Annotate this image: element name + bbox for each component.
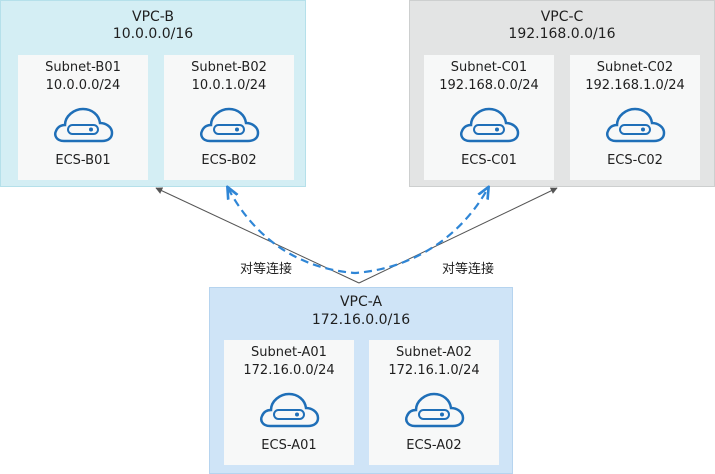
subnet-c02: Subnet-C02 192.168.1.0/24 ECS-C02	[570, 55, 700, 180]
peering-label-right: 对等连接	[442, 262, 495, 277]
cloud-server-icon	[460, 107, 520, 143]
subnet-name: Subnet-B01	[45, 60, 121, 75]
ecs-label: ECS-C02	[607, 153, 663, 168]
subnet-b01: Subnet-B01 10.0.0.0/24 ECS-B01	[18, 55, 148, 180]
subnet-name: Subnet-C02	[596, 60, 674, 75]
cloud-server-icon	[606, 107, 666, 143]
subnet-name: Subnet-A01	[251, 345, 327, 360]
cloud-server-icon	[54, 107, 114, 143]
vpc-a-container: VPC-A 172.16.0.0/16 Subnet-A01 172.16.0.…	[209, 287, 513, 474]
subnet-name: Subnet-C01	[450, 60, 528, 75]
subnet-cidr: 10.0.1.0/24	[191, 78, 267, 93]
vpc-c-container: VPC-C 192.168.0.0/16 Subnet-C01 192.168.…	[409, 0, 715, 187]
route-path-dashed	[228, 188, 488, 275]
subnet-cidr: 172.16.0.0/24	[243, 363, 335, 378]
peering-label-left: 对等连接	[240, 262, 293, 277]
subnet-cidr: 10.0.0.0/24	[45, 78, 121, 93]
vpc-b-cidr: 10.0.0.0/16	[112, 26, 194, 42]
ecs-label: ECS-B02	[201, 153, 257, 168]
cloud-server-icon	[405, 392, 465, 428]
ecs-label: ECS-C01	[461, 153, 517, 168]
vpc-a-name: VPC-A	[339, 294, 383, 310]
peering-line-b	[155, 187, 360, 284]
vpc-c-name: VPC-C	[540, 9, 584, 25]
subnet-name: Subnet-A02	[396, 345, 472, 360]
vpc-c-cidr: 192.168.0.0/16	[508, 26, 616, 42]
subnet-a02: Subnet-A02 172.16.1.0/24 ECS-A02	[369, 340, 499, 465]
ecs-label: ECS-A02	[406, 438, 462, 453]
vpc-a-cidr: 172.16.0.0/16	[311, 312, 411, 328]
subnet-name: Subnet-B02	[191, 60, 267, 75]
cloud-server-icon	[200, 107, 260, 143]
subnet-c01: Subnet-C01 192.168.0.0/24 ECS-C01	[424, 55, 554, 180]
subnet-b02: Subnet-B02 10.0.1.0/24 ECS-B02	[164, 55, 294, 180]
cloud-server-icon	[260, 392, 320, 428]
subnet-cidr: 192.168.1.0/24	[585, 78, 685, 93]
vpc-b-name: VPC-B	[132, 9, 174, 25]
subnet-cidr: 192.168.0.0/24	[439, 78, 539, 93]
ecs-label: ECS-B01	[55, 153, 111, 168]
vpc-b-container: VPC-B 10.0.0.0/16 Subnet-B01 10.0.0.0/24…	[0, 0, 306, 187]
subnet-a01: Subnet-A01 172.16.0.0/24 ECS-A01	[224, 340, 354, 465]
subnet-cidr: 172.16.1.0/24	[388, 363, 480, 378]
ecs-label: ECS-A01	[261, 438, 317, 453]
